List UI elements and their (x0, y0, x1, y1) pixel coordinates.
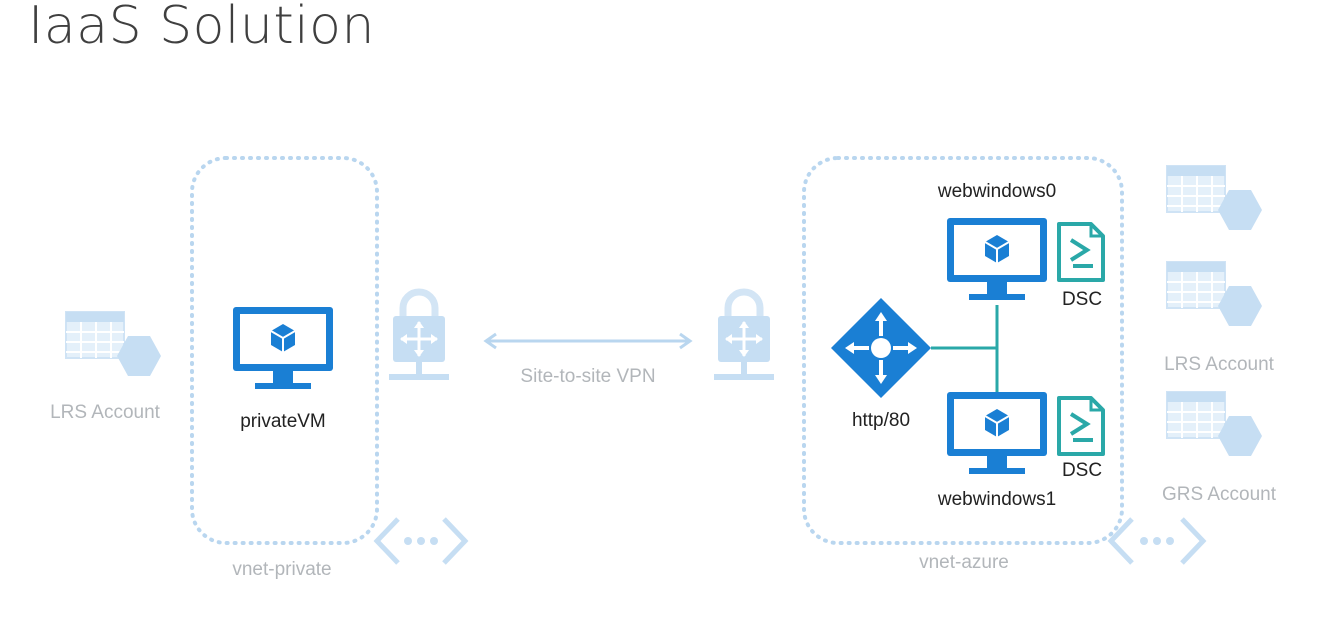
webwindows1-vm-icon (946, 391, 1048, 475)
lrs-account-right-label: LRS Account (1164, 354, 1275, 375)
vpn-gateway-left-icon (389, 292, 449, 380)
site-to-site-vpn-label: Site-to-site VPN (520, 366, 655, 387)
dsc0-label: DSC (1062, 289, 1102, 310)
vnet-private-network-icon (373, 517, 469, 565)
vnet-azure-network-icon (1107, 517, 1207, 565)
site-to-site-vpn-arrow (483, 332, 693, 350)
webwindows1-label: webwindows1 (937, 489, 1056, 510)
lrs-account-left-label: LRS Account (50, 402, 161, 423)
private-vm-label: privateVM (240, 411, 326, 432)
lrs-account-left-icon (65, 311, 162, 377)
dsc0-icon (1057, 222, 1105, 282)
vnet-private-boundary (190, 156, 379, 545)
dsc1-label: DSC (1062, 460, 1102, 481)
grs-account-right-icon (1166, 391, 1263, 457)
page-title: IaaS Solution (28, 0, 375, 56)
vpn-gateway-right-icon (714, 292, 774, 380)
grs-account-right-label: GRS Account (1162, 484, 1277, 505)
private-vm-icon (232, 306, 334, 390)
load-balancer-connectors (931, 305, 999, 392)
load-balancer-label: http/80 (852, 410, 910, 431)
vnet-private-label: vnet-private (232, 559, 331, 580)
vnet-azure-label: vnet-azure (919, 552, 1009, 573)
dsc1-icon (1057, 396, 1105, 456)
lrs-account-right-icon (1166, 261, 1263, 327)
storage-account-right-top-icon (1166, 165, 1263, 231)
webwindows0-vm-icon (946, 217, 1048, 301)
load-balancer-icon (831, 298, 931, 398)
webwindows0-label: webwindows0 (937, 181, 1056, 202)
vnet-azure-boundary (802, 156, 1124, 545)
